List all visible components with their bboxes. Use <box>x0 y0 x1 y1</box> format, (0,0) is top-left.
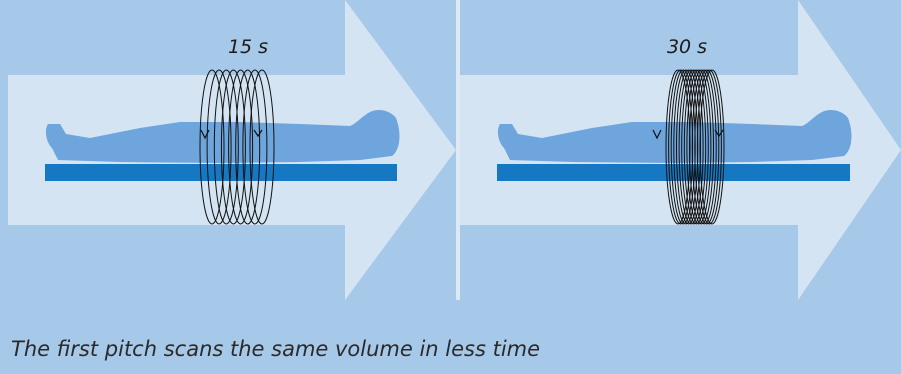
patient-table <box>497 164 850 181</box>
scan-spiral-coil <box>665 69 725 225</box>
scan-spiral-coil <box>199 69 275 225</box>
coil-turn <box>242 69 268 225</box>
coil-turn <box>686 69 712 225</box>
scan-illustration-15s <box>8 0 456 300</box>
coil-turn <box>696 69 722 225</box>
scan-time-label: 15 s <box>227 36 269 58</box>
coil-turn <box>235 69 261 225</box>
coil-turn <box>199 69 225 225</box>
scan-panel-15s: 15 s <box>8 0 456 300</box>
patient-body <box>45 110 400 163</box>
patient-body <box>497 110 852 163</box>
spiral-arrow-head <box>200 129 210 140</box>
coil-turn <box>689 69 714 225</box>
coil-turn <box>691 69 717 225</box>
coil-turn <box>681 69 707 225</box>
coil-turn <box>220 69 246 225</box>
spiral-arrow-head <box>714 129 724 138</box>
scan-panel-30s: 30 s <box>460 0 901 374</box>
scan-illustration-30s <box>460 0 901 300</box>
coil-turn <box>228 69 254 225</box>
spiral-arrow-head <box>652 129 662 140</box>
coil-turn <box>694 69 720 225</box>
coil-turn <box>699 69 725 225</box>
coil-turn <box>213 69 239 225</box>
spiral-arrow-head <box>253 129 263 138</box>
scan-time-label: 30 s <box>666 36 708 58</box>
coil-turn <box>249 69 275 225</box>
panel-divider <box>456 0 460 300</box>
coil-turn <box>206 69 232 225</box>
coil-turn <box>678 69 704 225</box>
figure-caption: The first pitch scans the same volume in… <box>11 337 541 361</box>
patient-table <box>45 164 397 181</box>
coil-turn <box>683 69 709 225</box>
